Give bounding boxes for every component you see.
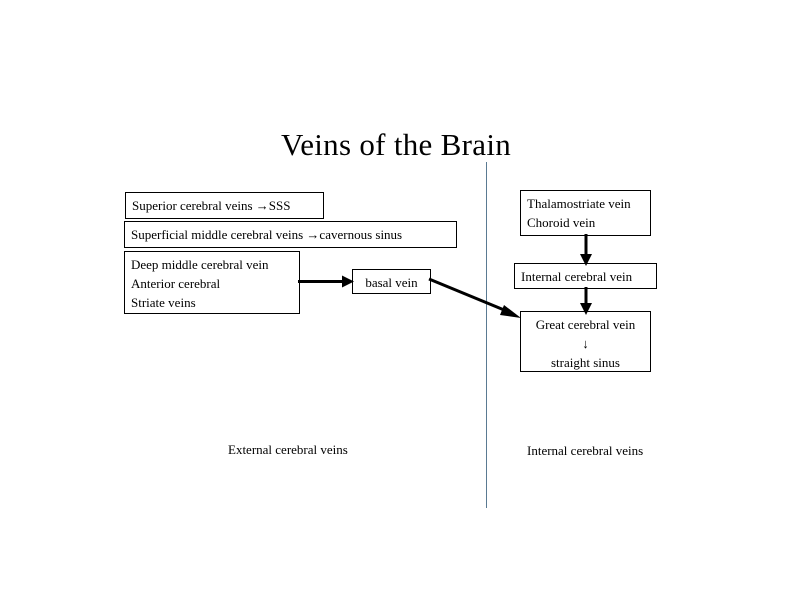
box-deep-middle-cerebral-vein[interactable]: Deep middle cerebral vein Anterior cereb… xyxy=(124,251,300,314)
column-divider-line xyxy=(486,162,487,508)
box-line: Great cerebral vein xyxy=(535,317,636,332)
box-line: Anterior cerebral xyxy=(131,276,221,291)
caption-internal-cerebral-veins: Internal cerebral veins xyxy=(527,443,644,458)
box-basal-vein[interactable]: basal vein xyxy=(352,269,431,294)
box-line: Choroid vein xyxy=(527,215,596,230)
arrow-thalamostriate-to-internal-cerebral xyxy=(578,234,594,267)
box-line: Superior cerebral veins →SSS xyxy=(132,198,291,213)
box-thalamostriate-vein[interactable]: Thalamostriate vein Choroid vein xyxy=(520,190,651,236)
box-superior-cerebral-veins[interactable]: Superior cerebral veins →SSS xyxy=(125,192,324,219)
box-line: Superficial middle cerebral veins →caver… xyxy=(131,227,403,242)
arrow-basal-to-great-cerebral xyxy=(428,274,527,326)
box-line: Internal cerebral vein xyxy=(521,269,633,284)
box-line: ↓ xyxy=(582,336,589,351)
box-line: straight sinus xyxy=(551,355,620,370)
box-line: basal vein xyxy=(365,275,418,290)
box-line: Thalamostriate vein xyxy=(527,196,631,211)
box-line: Deep middle cerebral vein xyxy=(131,257,269,272)
page-title: Veins of the Brain xyxy=(280,127,512,162)
caption-external-cerebral-veins: External cerebral veins xyxy=(228,442,348,457)
box-line: Striate veins xyxy=(131,295,196,310)
box-superficial-middle-cerebral-veins[interactable]: Superficial middle cerebral veins →caver… xyxy=(124,221,457,248)
box-internal-cerebral-vein[interactable]: Internal cerebral vein xyxy=(514,263,657,289)
arrow-internal-cerebral-to-great-cerebral xyxy=(578,287,594,316)
box-great-cerebral-vein[interactable]: Great cerebral vein ↓ straight sinus xyxy=(520,311,651,372)
arrow-deep-to-basal xyxy=(298,272,358,292)
